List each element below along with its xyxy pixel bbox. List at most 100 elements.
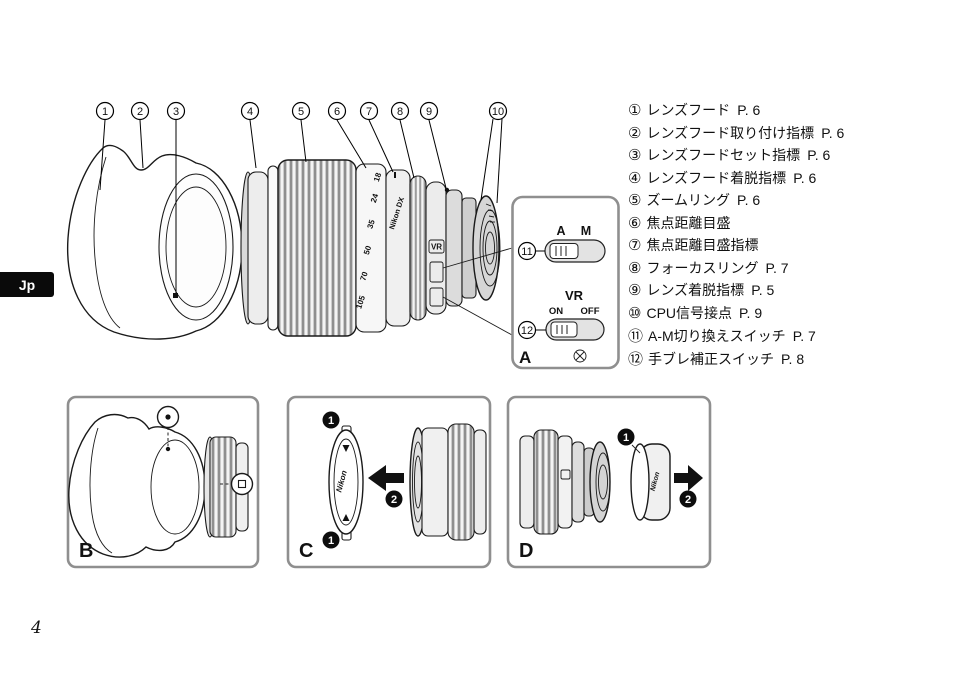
svg-text:11: 11 (521, 246, 532, 258)
part-label: レンズフード (646, 102, 731, 118)
inset-b-letter: B (79, 540, 93, 562)
vr-badge-text: VR (431, 243, 442, 252)
part-number: ⑧ (628, 259, 642, 277)
svg-text:1: 1 (328, 415, 334, 427)
part-number: ⑦ (628, 237, 642, 254)
hood-rim (158, 173, 234, 321)
part-label: A-M切り換えスイッチ (648, 328, 786, 344)
vr-switch-title: VR (565, 288, 584, 303)
part-number: ② (628, 124, 642, 142)
connector-line (442, 247, 513, 269)
part-number: ⑨ (628, 282, 642, 299)
part-label: 焦点距離目盛 (646, 214, 731, 231)
callout-6: 6 (327, 101, 347, 121)
part-label: ズームリング (646, 192, 731, 208)
svg-text:2: 2 (137, 106, 143, 118)
badge-1-top: 1 (322, 411, 340, 429)
focal-length-mark (394, 172, 396, 178)
part-page-ref: P. 8 (781, 350, 805, 367)
badge-1-pointer (631, 444, 641, 454)
part-page-ref: P. 7 (765, 259, 789, 276)
part-label: レンズフード取り付け指標 (646, 124, 815, 141)
rear-cap: Nikon (630, 443, 671, 521)
svg-text:12: 12 (521, 325, 533, 337)
part-page-ref: P. 6 (793, 169, 817, 186)
callout-10: 10 (488, 101, 508, 121)
inset-a-letter: A (519, 348, 531, 367)
am-switch-a-label: A (556, 224, 565, 238)
callout-7: 7 (359, 101, 379, 121)
callout-2: 2 (130, 101, 150, 121)
inset-c: Nikon 1 1 2 (286, 395, 492, 569)
lens-mount (472, 195, 500, 301)
svg-text:1: 1 (102, 106, 108, 118)
part-label: レンズ着脱指標 (646, 282, 745, 298)
inset-a: A M 11 VR ON OFF (511, 195, 620, 370)
badge-2: 2 (385, 490, 403, 508)
part-label: 手ブレ補正スイッチ (648, 350, 775, 367)
vr-switch-on-label: ON (549, 306, 563, 317)
attachment-mark-dot (165, 446, 171, 452)
part-page-ref: P. 9 (739, 304, 763, 321)
part-page-ref: P. 6 (737, 192, 761, 208)
lens-hood (66, 144, 243, 340)
svg-text:5: 5 (298, 106, 304, 118)
hood-lock-mark (173, 293, 178, 298)
pinch-arrow-top (342, 445, 350, 452)
part-page-ref: P. 7 (792, 328, 816, 344)
am-switch-on-lens (429, 261, 444, 283)
part-label: レンズフード着脱指標 (646, 169, 787, 186)
svg-text:1: 1 (623, 432, 629, 444)
svg-text:2: 2 (685, 494, 691, 506)
vr-switch (545, 318, 605, 341)
svg-text:4: 4 (247, 106, 253, 118)
language-tab: Jp (0, 272, 54, 297)
inset-d: Nikon 1 2 D (506, 395, 712, 569)
svg-text:3: 3 (173, 106, 179, 118)
pinch-arrow-bottom (342, 514, 350, 521)
focal-number: 105 (354, 294, 367, 310)
svg-text:10: 10 (492, 106, 504, 118)
svg-text:9: 9 (426, 106, 432, 118)
callout-5: 5 (291, 101, 311, 121)
callout-12: 12 (517, 320, 546, 340)
brand-band (385, 169, 411, 327)
focal-number: 24 (369, 192, 380, 204)
svg-text:8: 8 (397, 106, 403, 118)
screw-icon (573, 349, 587, 363)
zoom-ring (277, 159, 357, 337)
part-label: レンズフードセット指標 (646, 147, 801, 163)
callouts: 1 2 3 4 5 6 7 8 9 10 (95, 101, 508, 293)
callout-3: 3 (166, 101, 186, 121)
am-switch-m-label: M (581, 224, 591, 238)
callout-1: 1 (95, 101, 115, 121)
badge-1-bottom: 1 (322, 531, 340, 549)
cpu-contacts (485, 203, 495, 223)
badge-1: 1 (617, 428, 635, 446)
focus-ring (409, 175, 427, 321)
svg-text:7: 7 (366, 106, 372, 118)
part-number: ⑤ (628, 192, 642, 209)
filter-ring (247, 171, 269, 325)
magnifier-top (156, 405, 180, 429)
part-label: フォーカスリング (646, 259, 759, 276)
focal-number: 18 (372, 171, 383, 183)
svg-text:6: 6 (334, 106, 340, 118)
part-number: ⑫ (628, 350, 644, 368)
part-number: ① (628, 102, 642, 119)
inset-c-letter: C (299, 540, 313, 562)
part-number: ⑩ (628, 304, 642, 322)
callout-8: 8 (390, 101, 410, 121)
svg-text:2: 2 (391, 494, 397, 506)
